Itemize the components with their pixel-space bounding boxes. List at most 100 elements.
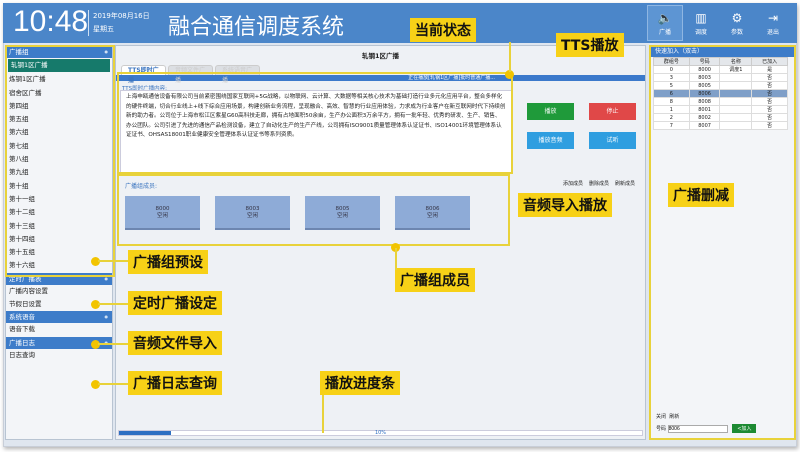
callout-log-query: 广播日志查询 xyxy=(128,371,222,395)
nav-label: 调度 xyxy=(694,28,707,36)
sidebar-item[interactable]: 第十一组 xyxy=(9,194,35,203)
callout-dot xyxy=(391,243,400,252)
callout-dot xyxy=(91,257,100,266)
sidebar-item[interactable]: 第十二组 xyxy=(9,208,35,217)
tab-system-voice[interactable]: 系统语音广播 xyxy=(215,65,260,84)
tab-tts[interactable]: TTS即时广播 xyxy=(121,65,166,84)
callout-dot xyxy=(91,380,100,389)
callout-line xyxy=(509,42,511,72)
clock-date: 2019年08月16日星期五 xyxy=(88,10,150,36)
sidebar-item[interactable]: 炼钢1区广播 xyxy=(9,75,46,84)
tts-textarea[interactable]: 上海申瓯通信设备有限公司当前紧密围绕国家互联网+5G战略，以物联网、云计算、大数… xyxy=(120,90,512,174)
sidebar-item[interactable]: 第七组 xyxy=(9,141,29,150)
sidebar-item[interactable]: 第九组 xyxy=(9,168,29,177)
callout-group-preset: 广播组预设 xyxy=(128,250,208,274)
play-audio-button[interactable]: 播放音频 xyxy=(527,132,574,149)
sidebar-item[interactable]: 第五组 xyxy=(9,115,29,124)
gear-icon: ⚙ xyxy=(731,10,743,25)
callout-dot xyxy=(91,340,100,349)
member-number: 8003 xyxy=(245,206,260,212)
callout-progress: 播放进度条 xyxy=(320,371,400,395)
exit-icon: ⇥ xyxy=(767,10,779,25)
sidebar-item[interactable]: 第十四组 xyxy=(9,234,35,243)
number-label: 号码 xyxy=(656,426,667,432)
add-member-button[interactable]: 添加成员 xyxy=(562,181,583,187)
sidebar-item[interactable]: 第十组 xyxy=(9,181,29,190)
callout-scheduled: 定时广播设定 xyxy=(128,291,222,315)
close-button[interactable]: 关闭 xyxy=(656,414,667,420)
tts-label: TTS即时广播内容: xyxy=(122,86,167,92)
delete-member-button[interactable]: 删除成员 xyxy=(588,181,609,187)
date-text: 2019年08月16日 xyxy=(93,12,150,20)
callout-tts: TTS播放 xyxy=(556,33,624,57)
tab-audio-file[interactable]: 音频文件广播 xyxy=(168,65,213,84)
table-cell: 否 xyxy=(751,121,788,130)
sidebar-item[interactable]: 第十五组 xyxy=(9,248,35,257)
nav-exit-button[interactable]: ⇥ 退出 xyxy=(755,5,791,41)
sidebar-item[interactable]: 日志查询 xyxy=(9,350,35,359)
sidebar-item[interactable]: 第四组 xyxy=(9,101,29,110)
nav-dispatch-button[interactable]: ▥ 调度 xyxy=(683,5,719,41)
sidebar-item[interactable]: 第八组 xyxy=(9,155,29,164)
callout-group-members: 广播组成员 xyxy=(395,268,475,292)
callout-line xyxy=(98,383,128,385)
nav-label: 参数 xyxy=(730,28,743,36)
nav-params-button[interactable]: ⚙ 参数 xyxy=(719,5,755,41)
status-bar: 正在播放[轧钢1区广播]批时普通广播... xyxy=(116,75,645,81)
app-title: 融合通信调度系统 xyxy=(168,15,345,40)
sidebar-item[interactable]: 广播内容设置 xyxy=(9,286,48,295)
progress-text: 10% xyxy=(374,430,387,436)
member-state: 空闲 xyxy=(156,213,168,219)
callout-dot xyxy=(505,70,514,79)
callout-current-status: 当前状态 xyxy=(410,18,476,42)
nav-label: 广播 xyxy=(658,28,671,36)
callout-line xyxy=(98,303,128,305)
member-state: 空闲 xyxy=(426,213,438,219)
weekday-text: 星期五 xyxy=(93,25,114,33)
sidebar-item[interactable]: 语音下载 xyxy=(9,325,35,334)
dispatch-icon: ▥ xyxy=(695,10,707,25)
sidebar-section-header[interactable]: 广播组 xyxy=(6,46,112,58)
sidebar-item[interactable]: 宿舍区广播 xyxy=(9,88,42,97)
sidebar-item[interactable]: 第十三组 xyxy=(9,221,35,230)
table-cell: 7 xyxy=(653,121,690,130)
callout-line xyxy=(98,343,128,345)
sidebar-item[interactable]: 节假日设置 xyxy=(9,300,42,309)
callout-audio-file-import: 音频文件导入 xyxy=(128,331,222,355)
sidebar-section-header[interactable]: 广播日志 xyxy=(6,336,112,349)
nav-broadcast-button[interactable]: 🔈 广播 xyxy=(647,5,683,41)
play-button[interactable]: 播放 xyxy=(527,103,574,120)
quick-join-title: 快速加入（双击） xyxy=(651,46,794,57)
preview-button[interactable]: 试听 xyxy=(589,132,636,149)
member-state: 空闲 xyxy=(336,213,348,219)
panel-title: 轧钢1区广播 xyxy=(361,52,400,60)
speaker-icon: 🔈 xyxy=(657,10,673,25)
stop-button[interactable]: 停止 xyxy=(589,103,636,120)
progress-fill xyxy=(119,431,172,435)
sidebar-item[interactable]: 第六组 xyxy=(9,128,29,137)
join-button[interactable]: <加入 xyxy=(732,424,757,433)
annotation-outline xyxy=(117,72,513,174)
members-label: 广播组成员: xyxy=(125,183,158,190)
number-input[interactable] xyxy=(667,425,728,433)
refresh-member-button[interactable]: 刷新成员 xyxy=(614,181,635,187)
member-number: 8006 xyxy=(425,206,440,212)
sidebar: 广播组轧钢1区广播炼钢1区广播宿舍区广播第四组第五组第六组第七组第八组第九组第十… xyxy=(5,45,113,440)
member-number: 8005 xyxy=(335,206,350,212)
nav-label: 退出 xyxy=(766,28,779,36)
sidebar-item[interactable]: 轧钢1区广播 xyxy=(8,59,110,73)
refresh-button[interactable]: 刷新 xyxy=(669,414,680,420)
annotation-outline xyxy=(5,45,115,277)
sidebar-item[interactable]: 第十六组 xyxy=(9,261,35,270)
callout-line xyxy=(395,248,397,270)
callout-dot xyxy=(91,300,100,309)
sidebar-section-header[interactable]: 系统语音 xyxy=(6,311,112,324)
